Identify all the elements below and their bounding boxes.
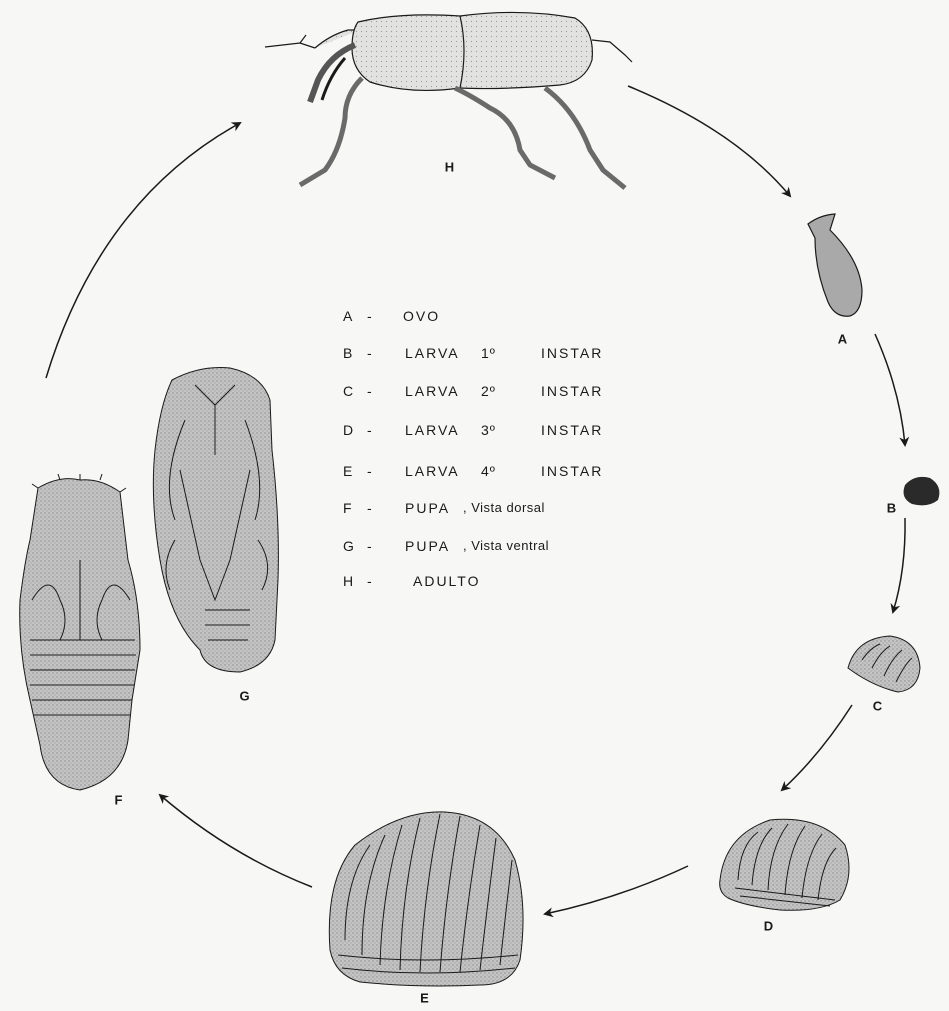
legend-instar-number: 3º xyxy=(481,422,496,438)
legend-dash: - xyxy=(367,463,374,479)
legend-letter: D xyxy=(343,422,355,438)
arrow-a-to-b xyxy=(875,334,905,445)
arrow-b-to-c xyxy=(893,518,905,612)
stage-label-c: C xyxy=(873,699,883,714)
legend-text: PUPA xyxy=(405,538,450,554)
pupa-dorsal-drawing xyxy=(20,474,140,790)
stage-label-d: D xyxy=(764,919,774,934)
legend-letter: A xyxy=(343,308,354,324)
legend-instar-word: INSTAR xyxy=(541,463,603,479)
stage-label-g: G xyxy=(239,689,250,704)
arrow-h-to-a xyxy=(628,86,790,196)
legend-text: LARVA xyxy=(405,422,460,438)
legend-dash: - xyxy=(367,500,374,516)
legend-letter: F xyxy=(343,500,354,516)
stage-label-b: B xyxy=(887,501,897,516)
legend-text: LARVA xyxy=(405,383,460,399)
legend-letter: C xyxy=(343,383,355,399)
legend-dash: - xyxy=(367,345,374,361)
legend-detail: , Vista dorsal xyxy=(463,500,545,515)
arrow-c-to-d xyxy=(782,705,852,790)
legend-letter: E xyxy=(343,463,354,479)
legend-dash: - xyxy=(367,538,374,554)
legend-text: ADULTO xyxy=(413,573,481,589)
legend-text: LARVA xyxy=(405,463,460,479)
legend-dash: - xyxy=(367,422,374,438)
pupa-ventral-drawing xyxy=(153,368,278,673)
larva-first-instar-drawing xyxy=(904,477,940,505)
legend-dash: - xyxy=(367,308,374,324)
legend-letter: G xyxy=(343,538,356,554)
larva-third-instar-drawing xyxy=(720,819,849,910)
stage-label-e: E xyxy=(420,991,430,1006)
legend-text: PUPA xyxy=(405,500,450,516)
larva-second-instar-drawing xyxy=(848,636,920,692)
legend-instar-number: 1º xyxy=(481,345,496,361)
larva-fourth-instar-drawing xyxy=(329,812,523,986)
legend-instar-word: INSTAR xyxy=(541,383,603,399)
stage-label-a: A xyxy=(838,332,848,347)
legend-detail: , Vista ventral xyxy=(463,538,549,553)
arrow-d-to-e xyxy=(545,866,688,914)
legend-text: LARVA xyxy=(405,345,460,361)
egg-drawing xyxy=(808,214,862,316)
arrow-e-to-f xyxy=(160,795,312,887)
legend-instar-number: 2º xyxy=(481,383,496,399)
stage-label-f: F xyxy=(115,793,124,808)
legend-instar-word: INSTAR xyxy=(541,422,603,438)
legend-instar-word: INSTAR xyxy=(541,345,603,361)
legend-dash: - xyxy=(367,573,374,589)
legend-letter: B xyxy=(343,345,354,361)
legend-instar-number: 4º xyxy=(481,463,496,479)
legend-letter: H xyxy=(343,573,355,589)
stage-label-h: H xyxy=(445,160,455,175)
legend-text: OVO xyxy=(403,308,440,324)
arrow-f-to-h xyxy=(46,123,240,378)
legend-dash: - xyxy=(367,383,374,399)
